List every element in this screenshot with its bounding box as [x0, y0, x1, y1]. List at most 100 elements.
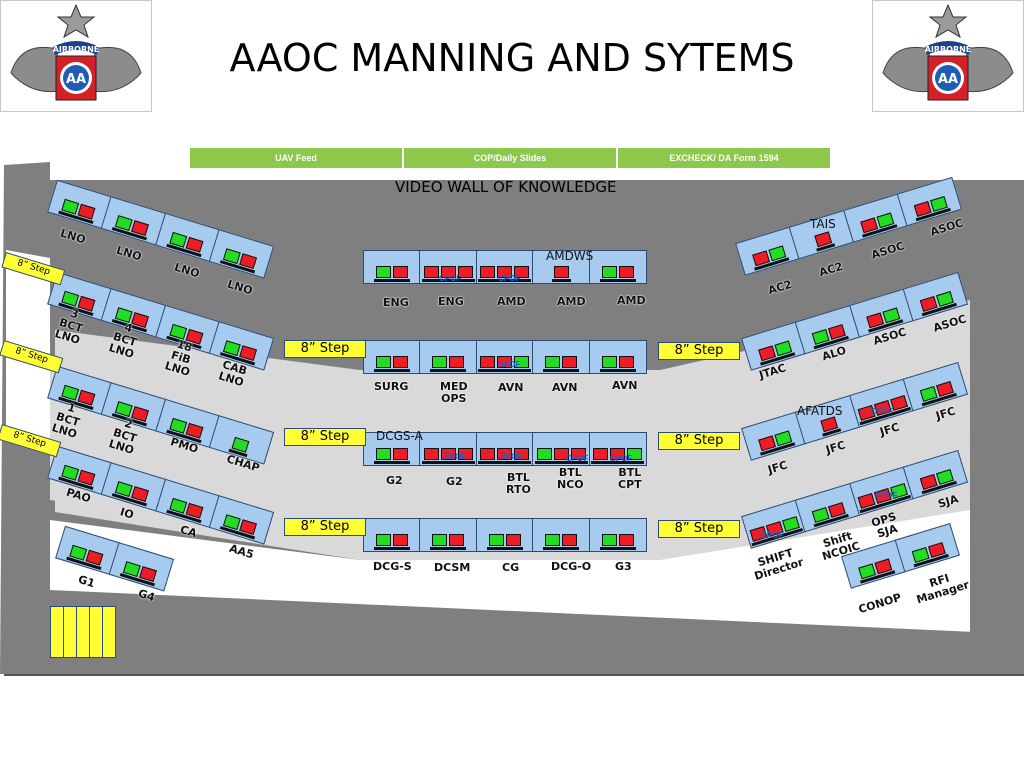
cpof-label: CPOF [500, 452, 523, 461]
seat-label: BTL NCO [557, 466, 584, 491]
monitor-icon [390, 534, 410, 550]
monitor-icon [936, 381, 954, 397]
workstation[interactable] [362, 340, 421, 374]
monitor-icon [139, 566, 157, 583]
monitor-icon [131, 220, 149, 237]
monitor-icon [114, 481, 133, 498]
monitor-icon [543, 356, 562, 372]
svg-text:AA: AA [66, 72, 86, 87]
workstation[interactable] [475, 518, 534, 552]
workstation[interactable] [588, 432, 647, 466]
workstation[interactable] [419, 250, 477, 284]
monitor-icon [185, 236, 203, 253]
monitor-icon [390, 266, 410, 282]
monitor-icon [185, 502, 203, 519]
monitor-icon [625, 448, 644, 464]
seat-label: ENG [438, 295, 464, 308]
monitor-icon [616, 266, 636, 282]
monitor-icon [495, 448, 514, 464]
monitor-icon [122, 561, 141, 578]
monitor-icon [231, 436, 249, 453]
cpof-label: CPOF [444, 452, 467, 461]
workstation[interactable] [532, 432, 590, 466]
dcgs-label: DCGS-A [376, 429, 423, 443]
monitor-icon [568, 448, 588, 464]
workstation[interactable] [532, 340, 590, 374]
monitor-icon [222, 340, 241, 357]
monitor-icon [486, 534, 506, 550]
seat-label: G2 [446, 475, 463, 488]
workstation[interactable] [362, 518, 421, 552]
monitor-icon [421, 266, 441, 282]
monitor-icon [478, 356, 497, 372]
monitor-icon [168, 231, 187, 248]
monitor-icon [373, 534, 393, 550]
monitor-icon [551, 448, 571, 464]
monitor-icon [438, 448, 458, 464]
workstation[interactable] [588, 250, 647, 284]
cpof-label: CPOF [498, 360, 521, 369]
monitor-icon [503, 534, 523, 550]
seat-label: DCG-S [373, 560, 412, 573]
monitor-icon [827, 502, 846, 518]
seat-label: DCSM [434, 561, 471, 574]
video-wall-label: VIDEO WALL OF KNOWLEDGE [395, 178, 617, 196]
seat-label: BTL RTO [506, 471, 531, 496]
monitor-icon [455, 266, 475, 282]
center-row-4 [362, 518, 647, 552]
svg-text:AIRBORNE: AIRBORNE [53, 45, 100, 54]
monitor-icon [919, 295, 938, 312]
monitor-icon [599, 356, 619, 372]
monitor-icon [495, 266, 514, 282]
monitor-icon [927, 542, 946, 558]
workstation[interactable] [588, 518, 647, 552]
monitor-icon [77, 203, 95, 220]
monitor-icon [767, 245, 786, 262]
step-marker: 8” Step [658, 520, 740, 538]
monitor-icon [813, 231, 832, 248]
step-marker: 8” Step [284, 428, 366, 446]
monitor-icon [77, 469, 95, 486]
monitor-icon [875, 212, 894, 229]
workstation[interactable] [362, 432, 421, 466]
cop-slides-screen: COP/Daily Slides [404, 148, 618, 168]
monitor-icon [757, 345, 776, 362]
monitor-icon [60, 198, 79, 215]
workstation[interactable] [419, 432, 477, 466]
monitor-icon [77, 389, 95, 406]
monitor-icon [773, 430, 792, 447]
monitor-icon [873, 558, 892, 575]
workstation[interactable] [362, 250, 421, 284]
seat-label: MED OPS [440, 380, 468, 405]
workstation[interactable] [588, 340, 647, 374]
workstation[interactable] [419, 518, 477, 552]
monitor-icon [551, 266, 571, 282]
workstation[interactable] [419, 340, 477, 374]
monitor-icon [495, 356, 514, 372]
workstation[interactable] [475, 432, 534, 466]
airborne-logo-right: AIRBORNE AA [872, 0, 1024, 112]
step-marker: 8” Step [284, 340, 366, 358]
seat-label: AMD [617, 294, 646, 307]
cpof-label: CPOF [761, 531, 784, 540]
monitor-icon [478, 266, 497, 282]
monitor-icon [859, 217, 878, 234]
workstation[interactable] [475, 250, 534, 284]
monitor-icon [819, 416, 838, 433]
monitor-icon [222, 248, 241, 265]
monitor-icon [438, 266, 458, 282]
page-title: AAOC MANNING AND SYTEMS [229, 36, 795, 80]
workstation[interactable] [475, 340, 534, 374]
monitor-icon [599, 534, 619, 550]
monitor-icon [430, 534, 449, 550]
seat-label: AMD [497, 295, 526, 308]
monitor-icon [131, 486, 149, 503]
workstation[interactable] [532, 250, 590, 284]
monitor-icon [478, 448, 497, 464]
monitor-icon [930, 196, 948, 212]
monitor-icon [936, 469, 954, 485]
seat-label: G3 [615, 560, 632, 573]
monitor-icon [773, 340, 792, 357]
workstation[interactable] [532, 518, 590, 552]
monitor-icon [811, 507, 830, 523]
